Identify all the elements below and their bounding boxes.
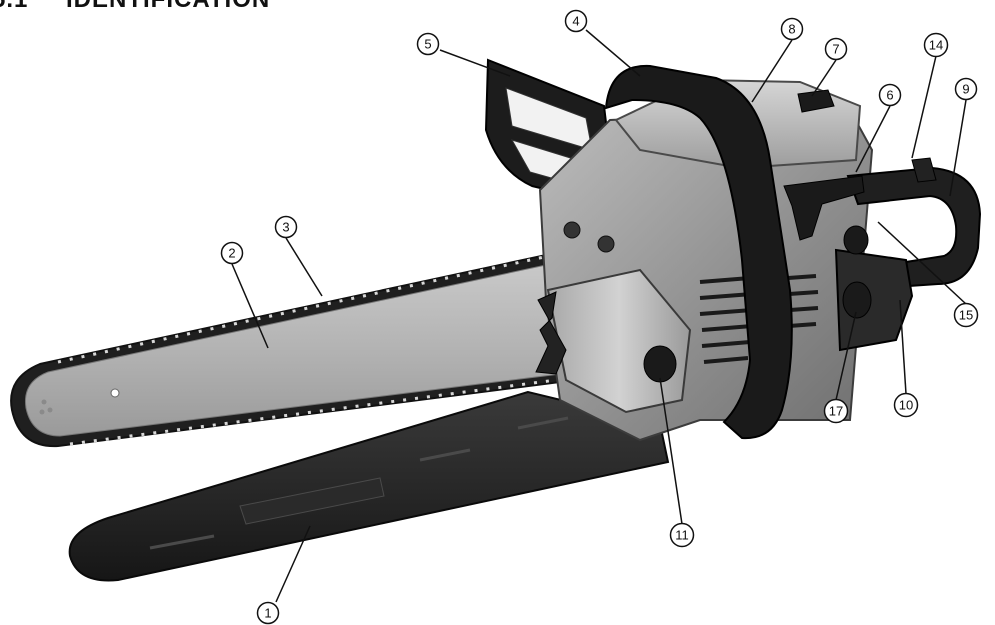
sprocket-rivet bbox=[39, 409, 45, 415]
section-title: IDENTIFICATION bbox=[66, 0, 270, 13]
sprocket-rivet bbox=[41, 399, 47, 405]
top-handle bbox=[604, 64, 793, 440]
bar-nut bbox=[563, 221, 581, 239]
callout-8: 8 bbox=[780, 17, 804, 41]
callout-14-label: 14 bbox=[929, 38, 943, 53]
callout-4-label: 4 bbox=[572, 14, 579, 29]
callout-5-label: 5 bbox=[424, 37, 431, 52]
callout-2: 2 bbox=[220, 241, 244, 265]
bar-hole bbox=[110, 388, 120, 398]
callout-3-label: 3 bbox=[282, 220, 289, 235]
callout-10-label: 10 bbox=[899, 398, 913, 413]
callout-9-label: 9 bbox=[962, 82, 969, 97]
choke-lever bbox=[783, 175, 865, 241]
primer-bulb bbox=[843, 225, 869, 255]
fuel-cap bbox=[842, 281, 872, 319]
callout-9: 9 bbox=[954, 77, 978, 101]
chain-teeth-bottom bbox=[69, 378, 557, 446]
cover-rib bbox=[419, 448, 471, 462]
callout-3: 3 bbox=[274, 215, 298, 239]
leader-lines bbox=[231, 29, 967, 603]
callout-11: 11 bbox=[669, 522, 695, 548]
callout-7: 7 bbox=[824, 37, 848, 61]
callout-4: 4 bbox=[564, 9, 588, 33]
callout-5: 5 bbox=[416, 32, 440, 56]
callout-6-label: 6 bbox=[886, 88, 893, 103]
callout-8-label: 8 bbox=[788, 22, 795, 37]
callout-11-label: 11 bbox=[675, 528, 689, 543]
throttle-lockout bbox=[911, 157, 937, 183]
callout-15: 15 bbox=[953, 302, 979, 328]
cover-rib bbox=[517, 416, 569, 430]
bar-nut bbox=[597, 235, 615, 253]
oil-cap bbox=[643, 345, 677, 383]
callout-15-label: 15 bbox=[959, 308, 973, 323]
callout-2-label: 2 bbox=[228, 246, 235, 261]
callout-1: 1 bbox=[256, 601, 280, 625]
guide-bar bbox=[24, 261, 561, 437]
cover-rib bbox=[149, 534, 215, 550]
bumper-spikes bbox=[535, 291, 567, 375]
section-number: 5.1 bbox=[0, 0, 66, 14]
cover-recess bbox=[239, 477, 385, 525]
rear-handle-base bbox=[834, 248, 914, 352]
callout-10: 10 bbox=[893, 392, 919, 418]
chain-teeth-top bbox=[57, 252, 559, 364]
callout-7-label: 7 bbox=[832, 42, 839, 57]
callout-1-label: 1 bbox=[264, 606, 271, 621]
callout-14: 14 bbox=[923, 32, 949, 58]
callout-17: 17 bbox=[823, 398, 849, 424]
callout-6: 6 bbox=[878, 83, 902, 107]
section-heading: 5.1IDENTIFICATION bbox=[0, 0, 270, 14]
spark-plug-cap bbox=[797, 89, 835, 113]
sprocket-rivet bbox=[47, 407, 53, 413]
callout-17-label: 17 bbox=[829, 404, 843, 419]
